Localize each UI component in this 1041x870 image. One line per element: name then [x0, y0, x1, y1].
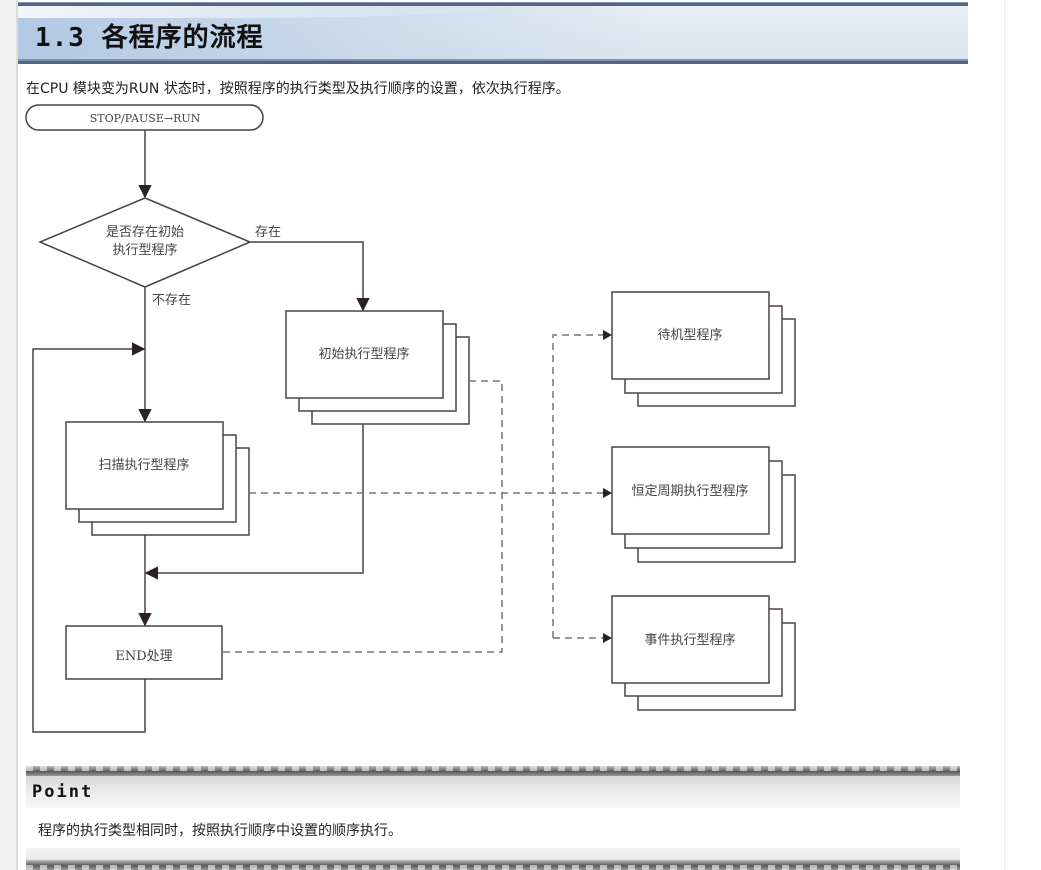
loop-back-line — [32, 342, 146, 733]
standby-program-box — [611, 291, 796, 407]
header-highlight — [18, 6, 518, 18]
point-top-border — [26, 766, 960, 776]
section-header: 1.3 各程序的流程 — [18, 2, 968, 64]
standby-program-label: 待机型程序 — [657, 328, 722, 343]
point-bottom-border — [26, 860, 960, 870]
arrowhead-fixed-cycle — [603, 488, 612, 498]
arrowhead-event — [603, 633, 612, 643]
fixed-cycle-program-label: 恒定周期执行型程序 — [631, 484, 748, 499]
intro-paragraph: 在CPU 模块变为RUN 状态时，按照程序的执行类型及执行顺序的设置，依次执行程… — [26, 81, 570, 97]
program-flow-diagram: STOP/PAUSE→RUN 是否存在初始 执行型程序 存在 不存在 初始执行型… — [25, 104, 796, 733]
arrow-exists-branch — [250, 241, 370, 312]
fixed-cycle-program-box — [611, 446, 796, 563]
start-label: STOP/PAUSE→RUN — [90, 112, 201, 125]
event-program-label: 事件执行型程序 — [644, 633, 735, 648]
initial-program-box — [285, 310, 470, 425]
decision-label-line2: 执行型程序 — [112, 243, 177, 258]
exists-label: 存在 — [255, 225, 281, 240]
section-title: 1.3 各程序的流程 — [35, 23, 264, 53]
arrowhead-standby — [603, 330, 612, 340]
not-exists-label: 不存在 — [152, 293, 191, 308]
dashed-from-initial — [222, 380, 503, 653]
arrow-initial-to-merge — [144, 424, 364, 580]
page-right-rule — [1004, 0, 1005, 870]
point-header: Point — [26, 776, 960, 808]
point-text: 程序的执行类型相同时，按照执行顺序中设置的顺序执行。 — [38, 823, 402, 839]
initial-program-label: 初始执行型程序 — [318, 347, 409, 362]
scan-program-label: 扫描执行型程序 — [98, 458, 189, 473]
scan-program-box — [65, 421, 250, 536]
event-program-box — [611, 595, 796, 711]
dashed-to-standby — [552, 334, 606, 638]
end-process-label: END处理 — [115, 649, 172, 664]
point-box: Point — [26, 766, 960, 808]
point-label: Point — [32, 782, 94, 802]
decision-label-line1: 是否存在初始 — [106, 225, 184, 240]
end-process-box — [65, 625, 223, 680]
point-bottom — [26, 848, 960, 870]
page-left-border — [0, 0, 18, 870]
